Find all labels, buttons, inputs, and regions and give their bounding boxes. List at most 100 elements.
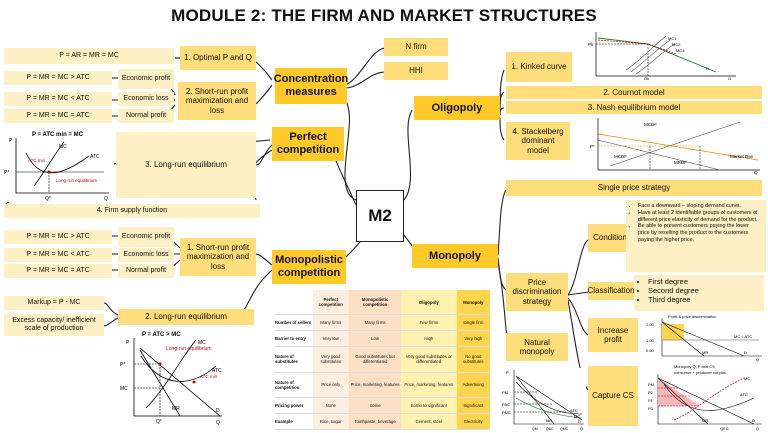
svg-text:Q: Q bbox=[754, 170, 758, 175]
classification-node: Classification bbox=[587, 282, 635, 300]
svg-text:PAC: PAC bbox=[502, 402, 510, 407]
long-run-label: 3. Long-run equilibrium bbox=[145, 160, 227, 170]
table-cell: Very high bbox=[456, 330, 490, 347]
svg-text:P: P bbox=[506, 370, 509, 375]
svg-text:Q: Q bbox=[216, 420, 220, 426]
table-cell: Nature of substitutes bbox=[274, 346, 313, 373]
table-cell: Low bbox=[349, 330, 402, 347]
classification-first: First degree bbox=[648, 277, 760, 286]
svg-text:ATC min: ATC min bbox=[200, 374, 218, 379]
svg-text:0.50: 0.50 bbox=[646, 348, 655, 353]
natural-monopoly-node: Natural monopoly bbox=[506, 333, 568, 361]
svg-text:MR: MR bbox=[546, 418, 552, 423]
short-run-node: 2. Short-run profit maximization and los… bbox=[178, 82, 256, 120]
table-cell: Some bbox=[349, 397, 402, 415]
svg-text:Qk: Qk bbox=[644, 76, 649, 80]
center-node: M2 bbox=[356, 190, 404, 242]
monopoly-node: Monopoly bbox=[412, 244, 498, 268]
svg-text:Market Dse: Market Dse bbox=[730, 154, 754, 159]
svg-text:Q: Q bbox=[104, 196, 108, 202]
condition-1: Face a downward – sloping demand curve. bbox=[638, 203, 762, 210]
stackelberg-graph: MCDF P* MCDF MRDF Market Dse Q bbox=[590, 116, 766, 176]
svg-text:P: P bbox=[9, 138, 13, 144]
svg-text:MR: MR bbox=[702, 350, 708, 355]
table-cell: Electricity bbox=[456, 413, 490, 430]
svg-text:MC: MC bbox=[59, 144, 67, 150]
svg-text:MC: MC bbox=[120, 386, 128, 392]
svg-text:P*: P* bbox=[4, 170, 9, 176]
svg-text:ATC: ATC bbox=[740, 392, 748, 397]
svg-text:Q: Q bbox=[756, 357, 759, 362]
svg-text:P2: P2 bbox=[648, 390, 654, 395]
svg-text:MR: MR bbox=[702, 418, 708, 423]
svg-text:Q*: Q* bbox=[156, 419, 162, 425]
classification-second: Second degree bbox=[648, 286, 760, 295]
svg-text:PMC: PMC bbox=[502, 410, 511, 415]
price-discrimination-node: Price discrimination strategy bbox=[506, 273, 568, 311]
svg-text:D: D bbox=[706, 66, 709, 71]
perfect-row-1-formula: P = MR = MC > ATC bbox=[4, 71, 112, 85]
svg-text:P: P bbox=[126, 340, 130, 346]
svg-text:PM: PM bbox=[502, 390, 508, 395]
svg-text:D: D bbox=[216, 408, 220, 414]
increase-profit-graph: Profit & price discrimination 2.00 1.00 … bbox=[644, 312, 766, 362]
table-cell: Number of sellers bbox=[274, 314, 313, 332]
single-price-node: Single price strategy bbox=[506, 180, 762, 196]
svg-text:ATC: ATC bbox=[90, 154, 100, 160]
stackelberg-node: 4. Stackelberg dominant model bbox=[506, 122, 570, 160]
table-cell: Some to significant bbox=[401, 397, 457, 415]
link-oligopoly bbox=[403, 109, 413, 201]
link-concentration bbox=[344, 99, 357, 201]
table-cell: Nature of competition bbox=[274, 372, 313, 399]
table-cell: Good substitutes but differentiated bbox=[349, 346, 402, 373]
capture-cs-graph: Monopoly Q, P and CS consumer + producer… bbox=[644, 362, 766, 432]
svg-text:MC3: MC3 bbox=[676, 48, 685, 53]
svg-text:Q: Q bbox=[728, 76, 731, 80]
excess-capacity-node: Excess capacity/ inefficient scale of pr… bbox=[4, 314, 104, 336]
nash-node: 3. Nash equilibrium model bbox=[506, 101, 762, 114]
n-firm-node: N firm bbox=[384, 38, 448, 56]
monopolistic-competition-node: Monopolistic competition bbox=[272, 250, 346, 284]
hhi-node: HHI bbox=[384, 62, 448, 80]
concentration-node: Concentration measures bbox=[274, 68, 348, 104]
firm-supply-node: 4. Firm supply function bbox=[4, 204, 260, 218]
svg-text:D: D bbox=[752, 418, 755, 423]
perfect-row-2-formula: P = MR = MC < ATC bbox=[4, 92, 112, 106]
table-cell: Cement, steel bbox=[401, 413, 457, 430]
svg-text:MR: MR bbox=[172, 406, 180, 412]
monop-row-3-outcome: Normal profit bbox=[118, 264, 174, 278]
svg-text:ATC: ATC bbox=[212, 368, 222, 374]
increase-profit-node: Increase profit bbox=[588, 318, 638, 352]
perfect-graph-title: P = ATC min = MC bbox=[32, 132, 84, 138]
perfect-row-1-outcome: Economic profit bbox=[118, 69, 174, 89]
svg-text:MC: MC bbox=[744, 376, 750, 381]
condition-3: Be able to prevent customers paying the … bbox=[638, 223, 762, 243]
table-cell: Many firms bbox=[312, 314, 350, 332]
svg-text:Q*: Q* bbox=[45, 196, 51, 202]
table-cell: Rice, sugar bbox=[312, 413, 350, 430]
perfect-lr-graph: P = ATC min = MC P P* MC ATC ATC min Lon… bbox=[4, 128, 114, 202]
svg-text:ATC: ATC bbox=[570, 408, 578, 413]
oligopoly-node: Oligopoly bbox=[414, 96, 500, 120]
svg-text:D: D bbox=[578, 419, 581, 424]
svg-text:QEC: QEC bbox=[720, 426, 729, 431]
table-cell: Price, marketing, features bbox=[349, 372, 402, 399]
svg-text:Long-run equilibrium: Long-run equilibrium bbox=[166, 346, 212, 352]
svg-text:PM: PM bbox=[648, 382, 654, 387]
svg-text:ATC min: ATC min bbox=[28, 158, 46, 163]
optimal-formula: P = AR = MR = MC bbox=[4, 48, 174, 64]
perfect-competition-node: Perfect competition bbox=[272, 127, 344, 161]
table-cell: Very good substitutes bbox=[312, 346, 350, 373]
table-cell: Single firm bbox=[456, 314, 490, 332]
monopolistic-lr-graph: P = ATC > MC Long-run equilibrium MC ATC… bbox=[116, 328, 226, 430]
svg-text:consumer + producer surplus: consumer + producer surplus bbox=[674, 370, 726, 375]
svg-text:P1: P1 bbox=[648, 398, 654, 403]
svg-text:Profit & price discrimination: Profit & price discrimination bbox=[668, 314, 716, 319]
svg-text:P*: P* bbox=[590, 144, 595, 149]
natural-monopoly-graph: P PM PAC PMC ATC MC D MR QM QAC QMC Q bbox=[500, 368, 586, 432]
perfect-row-3-formula: P = MR = MC = ATC bbox=[4, 109, 112, 123]
